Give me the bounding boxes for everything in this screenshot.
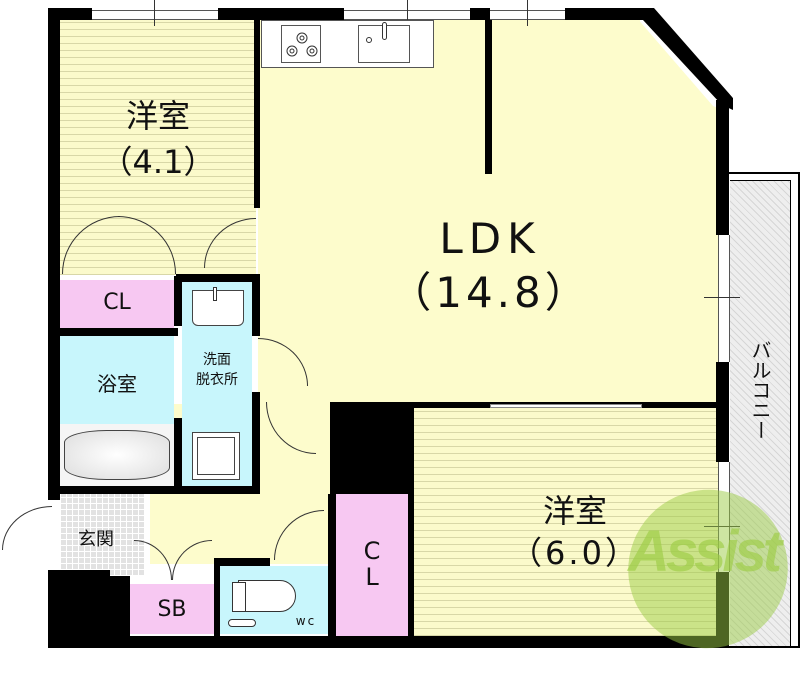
drain-icon xyxy=(366,37,372,43)
closet-1 xyxy=(60,280,174,328)
entrance-label: 玄関 xyxy=(78,529,114,550)
washroom-line2: 脱衣所 xyxy=(196,372,238,388)
balcony-label: バルコニー xyxy=(748,340,772,440)
closet-2 xyxy=(336,494,408,636)
washing-machine-pan xyxy=(192,432,240,480)
wash-basin xyxy=(192,287,244,326)
wall-top-4 xyxy=(565,8,643,20)
bathtub xyxy=(64,430,170,480)
closet-2-line2: L xyxy=(365,563,379,591)
door-entrance[interactable] xyxy=(2,506,52,550)
washroom-line1: 洗面 xyxy=(203,352,231,368)
wall-right-2 xyxy=(716,362,729,462)
room-size: （6.0） xyxy=(510,534,640,572)
window-room2-balcony-mark xyxy=(704,526,740,527)
room-size: （4.1） xyxy=(100,143,216,181)
window-room2-balcony xyxy=(718,462,730,572)
western-room-2-label: 洋室 （6.0） xyxy=(490,490,660,574)
wall-top-2 xyxy=(218,8,344,20)
stove xyxy=(281,25,321,63)
window-ldk-room2-transom xyxy=(490,404,642,408)
wall-bath-washroom xyxy=(174,276,182,326)
closet-2-label: C L xyxy=(336,538,408,590)
pan-inner xyxy=(197,437,235,475)
stove-burner-icon xyxy=(286,32,318,57)
wall-kitchen-partition xyxy=(485,16,492,174)
closet-1-label: CL xyxy=(103,290,131,315)
wall-right-1 xyxy=(716,100,729,235)
bathroom-label: 浴室 xyxy=(97,372,137,396)
wall-wc-left xyxy=(214,558,220,638)
entrance-floor xyxy=(60,494,144,576)
wall-bath-washroom-lower xyxy=(174,418,182,494)
wall-cl2-room2 xyxy=(408,404,414,638)
toilet-label: WC xyxy=(295,614,317,628)
window-room1 xyxy=(92,10,218,20)
room-name: 洋室 xyxy=(542,492,607,530)
wall-room1-ldk xyxy=(254,20,260,208)
toilet-tank xyxy=(232,582,246,612)
wall-washroom-right-lower xyxy=(252,392,260,494)
window-kitchen-mark xyxy=(407,0,408,26)
wall-left-lower xyxy=(48,575,60,648)
room-size: （14.8） xyxy=(389,268,591,317)
washroom-label: 洗面 脱衣所 xyxy=(182,350,252,390)
wall-left xyxy=(48,8,60,500)
wall-washroom-right xyxy=(252,276,260,336)
wall-wc-top xyxy=(214,558,270,566)
window-ldk-mark xyxy=(527,0,528,26)
wall-wc-right xyxy=(328,494,336,638)
toilet-bowl xyxy=(238,580,296,612)
basin-faucet-icon xyxy=(213,287,217,301)
bathroom-floor xyxy=(60,336,174,424)
window-room1-mark xyxy=(154,0,155,26)
closet-2-line1: C xyxy=(363,537,381,565)
faucet-icon xyxy=(382,22,387,40)
window-ldk-balcony xyxy=(718,235,730,362)
western-room-1-label: 洋室 （4.1） xyxy=(60,96,256,182)
window-ldk-balcony-mark xyxy=(704,297,740,298)
wall-entrance-block xyxy=(60,576,130,638)
room-name: LDK xyxy=(439,214,541,263)
wall-cl1-bottom xyxy=(60,328,178,336)
chamfer-wall xyxy=(640,0,740,110)
wall-bottom xyxy=(48,636,728,648)
shoe-box-label: SB xyxy=(157,597,187,622)
wall-room1-bottom xyxy=(176,274,260,282)
wall-hall-block xyxy=(330,404,414,494)
wall-bath-bottom xyxy=(48,486,260,494)
kitchen-sink xyxy=(358,22,410,63)
ldk-label: LDK （14.8） xyxy=(370,212,610,320)
shoe-box xyxy=(130,584,214,634)
toilet-paper xyxy=(228,619,256,627)
room-name: 洋室 xyxy=(125,97,190,135)
